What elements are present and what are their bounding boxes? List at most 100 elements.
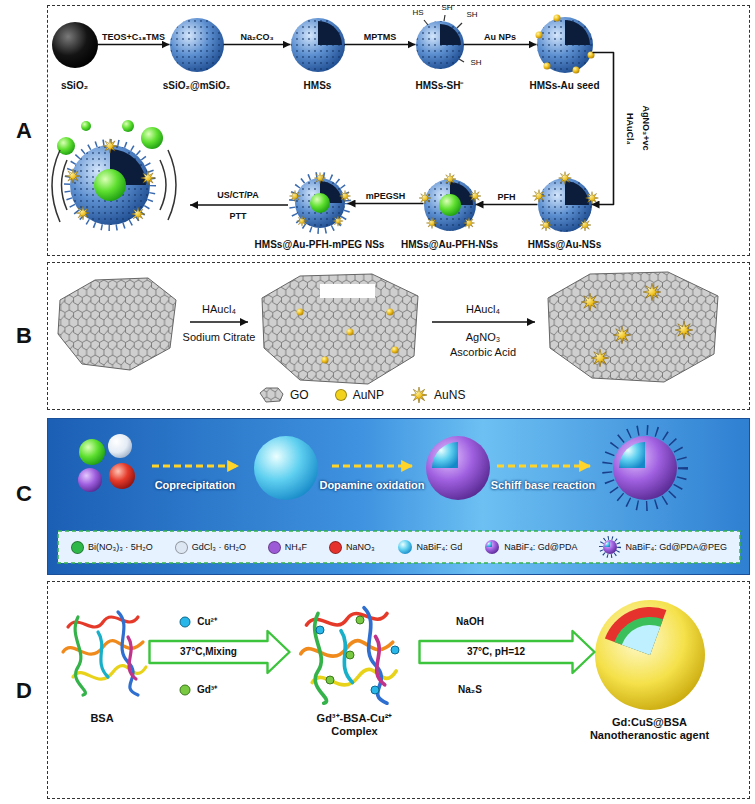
sphere-sample (398, 540, 412, 554)
label-anchor: 37°C,Mixing (180, 646, 237, 658)
label-anchor: Sodium Citrate (183, 331, 256, 344)
complex-protein (316, 626, 324, 634)
precursor-cluster (78, 434, 135, 492)
go-gold-seed-sheet (262, 274, 418, 384)
gold-star-sphere (538, 178, 592, 232)
label-anchor: Au NPs (484, 31, 516, 41)
stage-caption: HMSs (304, 80, 332, 92)
label-anchor: Dopamine oxidation (319, 479, 424, 492)
legend-strip (58, 531, 740, 563)
label-anchor: HMSs-Au seed (529, 80, 599, 92)
reaction-arrow (464, 44, 537, 46)
label-anchor: US/CT/PA (217, 190, 258, 200)
reagent-label: MPTMS (364, 31, 397, 41)
panel-frame: B (47, 262, 750, 410)
label-anchor: B (8, 323, 40, 349)
pfh-sphere (424, 179, 476, 231)
complex-protein (391, 646, 399, 654)
gold-star-sphere (565, 181, 589, 205)
gold-star-sphere (533, 190, 546, 203)
label-anchor: HMSs@Au-NSs (528, 239, 602, 251)
go-gold-star-sheet (548, 272, 718, 382)
label-anchor: Coprecipitation (155, 479, 236, 492)
legend-strip (58, 531, 740, 563)
label-anchor: HAucl₄ (466, 303, 500, 316)
pda-coated-sphere (432, 442, 458, 468)
reagent-label: Ascorbic Acid (450, 346, 516, 359)
reagent-label: AgNO₃+vc (641, 106, 651, 151)
pfh-sphere (469, 190, 481, 202)
label-anchor: HS (412, 8, 423, 17)
star-sample (411, 387, 427, 403)
label-anchor: TEOS+C₁₈TMS (102, 31, 165, 41)
go-gold-seed-sheet (322, 357, 329, 364)
thiol-sphere (457, 23, 462, 28)
stage-node: Gd³⁺-BSA-Cu²⁺ Complex (290, 600, 420, 705)
nanoparticle (622, 625, 661, 655)
label-anchor: HAucl₄ (202, 303, 236, 316)
mesoporous-sphere (170, 18, 224, 72)
step-label: Dopamine oxidation (319, 479, 424, 492)
silica-sphere (52, 22, 98, 68)
reagent-label: NaOH (456, 616, 484, 628)
label-anchor: Gd³⁺-BSA-Cu²⁺ Complex (295, 712, 415, 738)
label-anchor: mPEGSH (366, 190, 406, 200)
reaction-arrow (98, 44, 170, 46)
peg-coated-sphere (607, 430, 683, 506)
hollow-sphere (291, 18, 345, 72)
label-anchor: AgNO₃ (466, 331, 500, 344)
ion-label: Gd³⁺ (197, 684, 217, 696)
gold-seed-sphere (573, 67, 580, 74)
hollow-sphere (318, 21, 342, 45)
gold-seed-sphere (544, 63, 551, 70)
thiol-sphere (416, 21, 464, 69)
reagent-label: AgNO₃ (466, 331, 500, 344)
panel-ground (47, 418, 750, 575)
stage-caption: HMSs@Au-PFH-mPEG NSs (255, 239, 385, 251)
theranostic-sphere (160, 160, 166, 210)
legend-row: Bi(NO₃)₃ · 5H₂OGdCl₃ · 6H₂ONH₄FNaNO₃NaBi… (60, 532, 738, 562)
process-arrow (190, 321, 248, 323)
go-gold-seed-sheet (320, 284, 375, 298)
theranostic-sphere (76, 206, 90, 220)
gold-seed-sphere (565, 20, 590, 45)
ion-label: Cu²⁺ (197, 616, 217, 628)
block-arrow (150, 631, 290, 673)
theranostic-sphere (70, 145, 150, 225)
label-anchor: AgNO₃+vc (641, 106, 651, 151)
thiol-label: SH (470, 58, 481, 67)
gold-star-sphere (538, 178, 592, 232)
label-anchor: C (8, 481, 40, 507)
legend-item: AuNS (410, 386, 465, 404)
theranostic-sphere (52, 120, 176, 228)
panel-letter: B (8, 323, 40, 349)
core-sphere (254, 436, 318, 500)
peg-sphere (314, 172, 325, 183)
thiol-sphere (440, 24, 461, 45)
theranostic-sphere (67, 142, 153, 228)
pfh-sphere (424, 179, 476, 231)
bsa-protein (63, 612, 146, 695)
precursor-cluster (109, 463, 135, 489)
gold-star-sphere (540, 219, 552, 231)
reaction-arrow (224, 44, 291, 46)
legend-item: NH₄F (268, 541, 307, 554)
legend-item: NaBiF₄: Gd (397, 539, 463, 555)
legend-text: NaNO₃ (346, 542, 375, 552)
reaction-arrow (345, 44, 416, 46)
stage-node: sSiO₂ (52, 22, 98, 68)
reagent-label: PFH (498, 191, 516, 201)
step-arrow (152, 466, 590, 467)
process-arrow (190, 205, 288, 206)
theranostic-sphere (66, 169, 80, 183)
complex-protein (301, 608, 396, 703)
stage-caption: HMSs@Au-NSs (528, 239, 602, 251)
go-gold-star-sheet (613, 326, 631, 344)
pfh-sphere (419, 173, 481, 231)
legend-item: GO (258, 387, 309, 403)
theranostic-sphere (103, 139, 117, 153)
theranostic-sphere (141, 171, 155, 185)
thiol-sphere (416, 21, 464, 69)
